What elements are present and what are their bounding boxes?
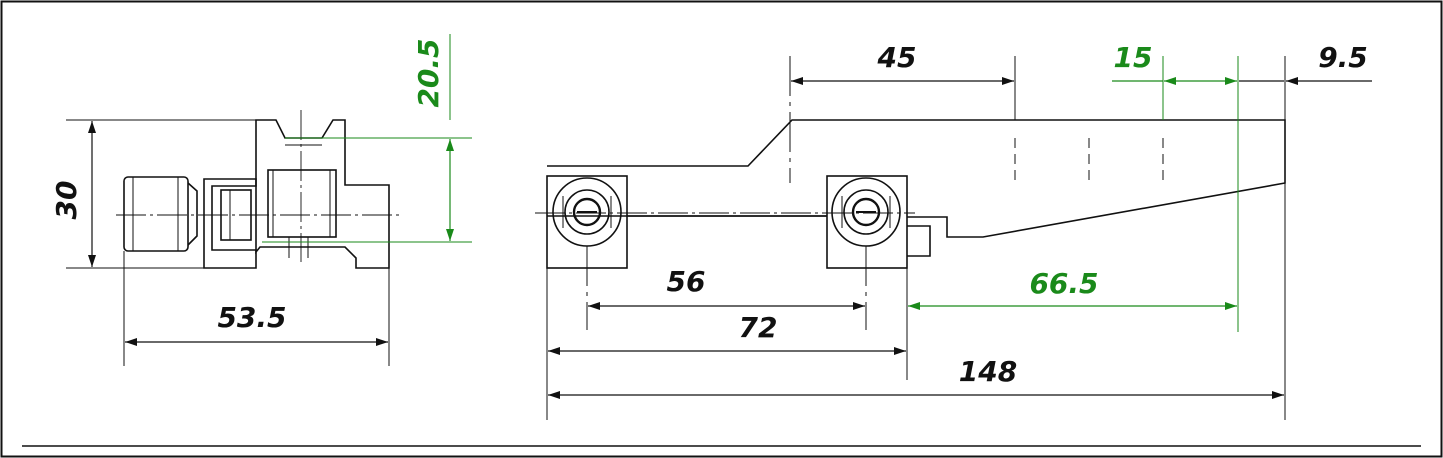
side-knob: [123, 176, 189, 252]
dim-label-15: 15: [1114, 41, 1153, 74]
dim-bottom-66-5: 66.5: [908, 267, 1237, 310]
dim-label-20-5: 20.5: [412, 38, 445, 107]
dim-side-height: 30: [50, 119, 256, 269]
dim-bottom-72: 72: [546, 256, 908, 420]
dim-top-45: 45: [789, 41, 1016, 183]
side-body: [255, 119, 390, 269]
dim-label-72: 72: [739, 311, 778, 344]
dim-label-66-5: 66.5: [1029, 267, 1098, 300]
dim-label-56: 56: [667, 265, 706, 298]
dim-side-offset: 20.5: [262, 34, 472, 243]
dim-label-53-5: 53.5: [217, 301, 286, 334]
dim-top-15: 15: [1112, 41, 1239, 332]
dim-top-9-5: 9.5: [1239, 41, 1372, 120]
dim-bottom-56: 56: [586, 246, 867, 330]
dim-label-148: 148: [959, 355, 1017, 388]
front-view: [535, 119, 1286, 269]
side-view: [116, 110, 400, 269]
dim-label-45: 45: [877, 41, 917, 74]
dim-label-9-5: 9.5: [1318, 41, 1368, 74]
right-clamp-block: [826, 175, 908, 269]
dim-label-30: 30: [50, 181, 83, 220]
bar-outline: [547, 119, 1286, 238]
dim-side-width: 53.5: [123, 251, 390, 366]
dim-bottom-148: 148: [548, 183, 1286, 420]
